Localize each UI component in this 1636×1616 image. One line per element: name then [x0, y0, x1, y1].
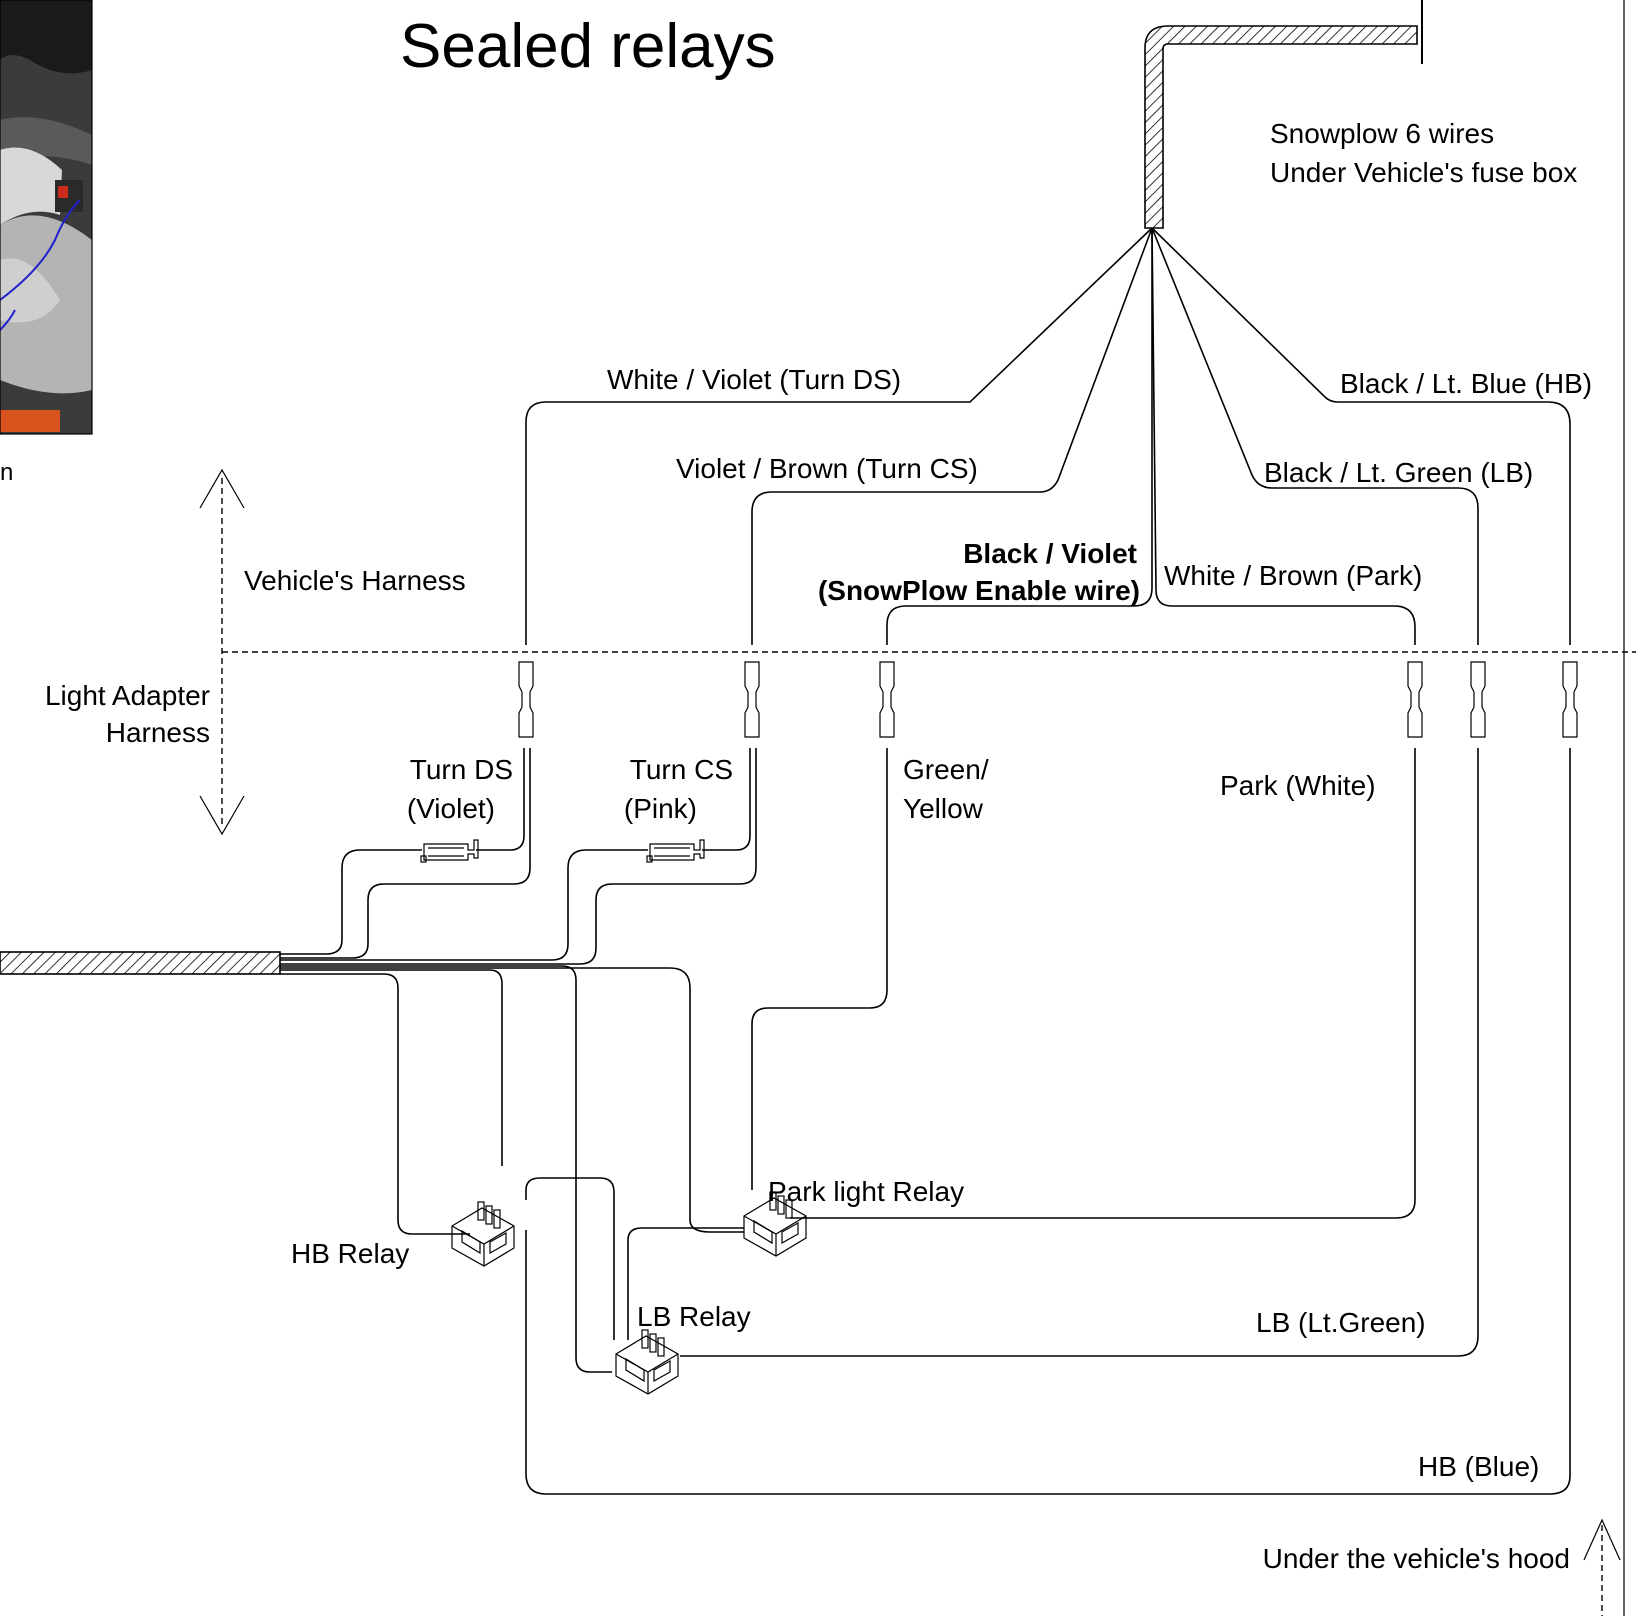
snowplow-bundle [1144, 0, 1423, 229]
wire-label-black-violet-2: (SnowPlow Enable wire) [818, 575, 1140, 606]
wire-label-black-ltblue: Black / Lt. Blue (HB) [1340, 368, 1592, 399]
relay-label-hb: HB Relay [291, 1238, 409, 1269]
adapter-bundle [0, 951, 281, 975]
inline-fuse-turn-cs-icon [646, 839, 705, 863]
wire-label-white-violet: White / Violet (Turn DS) [607, 364, 901, 395]
adapter-label-turn-ds-1: Turn DS [410, 754, 513, 785]
adapter-label-turn-cs-1: Turn CS [630, 754, 733, 785]
zone-under-hood: Under the vehicle's hood [1263, 1543, 1570, 1574]
wire-label-black-ltgreen: Black / Lt. Green (LB) [1264, 457, 1533, 488]
photo-caption-fragment: n [0, 459, 13, 486]
page-title: Sealed relays [400, 12, 776, 81]
snowplow-label-2: Under Vehicle's fuse box [1270, 157, 1577, 188]
adapter-label-hb-blue: HB (Blue) [1418, 1451, 1539, 1482]
adapter-label-green-yellow-2: Yellow [903, 793, 984, 824]
adapter-label-turn-ds-2: (Violet) [407, 793, 495, 824]
vehicle-wires [525, 227, 1571, 645]
relay-label-park: Park light Relay [768, 1176, 964, 1207]
connector-hb [1562, 661, 1578, 738]
adapter-label-green-yellow-1: Green/ [903, 754, 989, 785]
lb-relay-icon [615, 1329, 679, 1395]
relay-label-lb: LB Relay [637, 1301, 751, 1332]
connector-turn-cs [744, 661, 760, 738]
adapter-label-turn-cs-2: (Pink) [624, 793, 697, 824]
zone-light-adapter-2: Harness [106, 717, 210, 748]
connector-enable [879, 661, 895, 738]
connector-turn-ds [518, 661, 534, 738]
zone-light-adapter-1: Light Adapter [45, 680, 210, 711]
snowplow-label-1: Snowplow 6 wires [1270, 118, 1494, 149]
boundary-connectors [518, 661, 1578, 738]
adapter-label-lb-ltgreen: LB (Lt.Green) [1256, 1307, 1426, 1338]
engine-bay-photo [0, 0, 93, 435]
adapter-wires [280, 748, 1571, 1495]
wire-label-white-brown: White / Brown (Park) [1164, 560, 1422, 591]
inline-fuse-turn-ds-icon [420, 839, 479, 863]
connector-lb [1470, 661, 1486, 738]
adapter-label-park-white: Park (White) [1220, 770, 1376, 801]
zone-vehicle-harness: Vehicle's Harness [244, 565, 466, 596]
wire-label-violet-brown: Violet / Brown (Turn CS) [676, 453, 978, 484]
wire-label-black-violet-1: Black / Violet [963, 538, 1137, 569]
zone-boundary [199, 468, 1636, 1616]
connector-park [1407, 661, 1423, 738]
